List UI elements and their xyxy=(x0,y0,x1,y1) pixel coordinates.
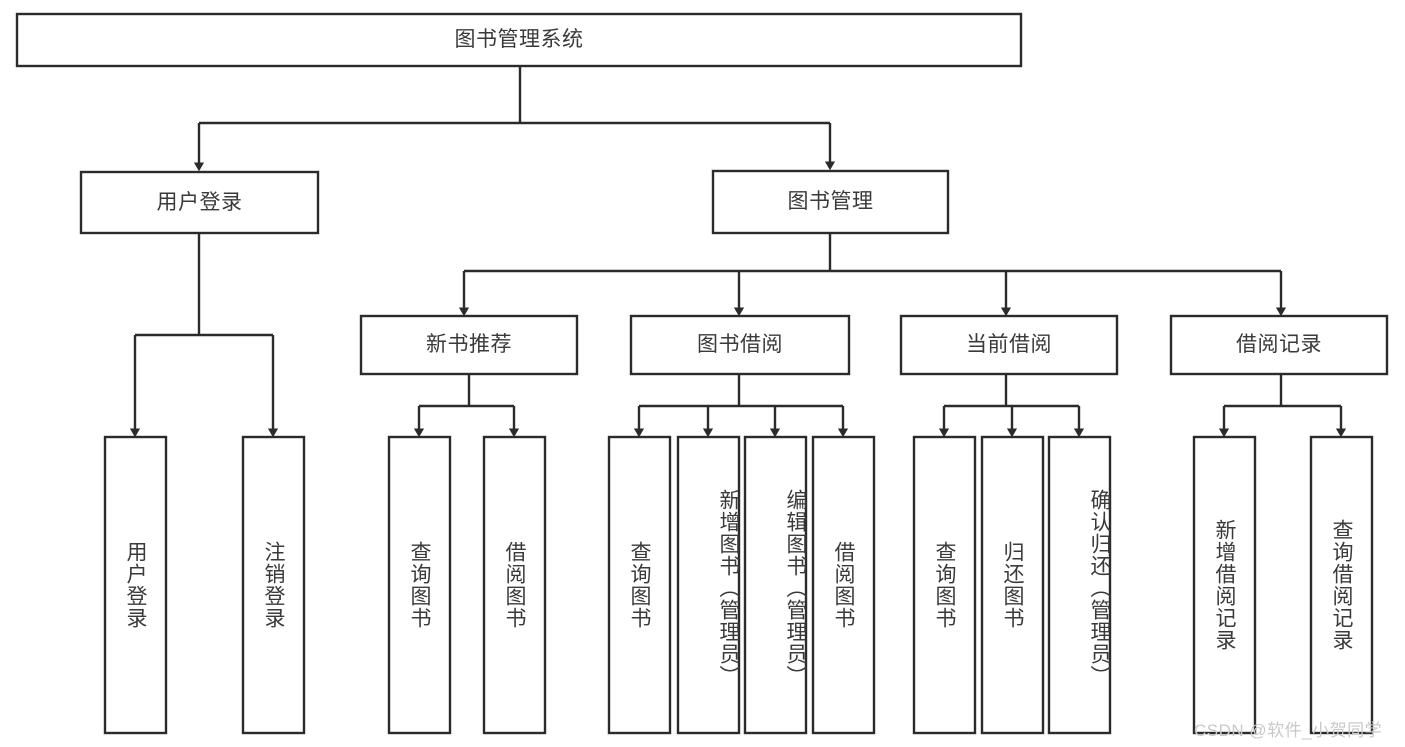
leaf-box-borrow-record-1[interactable] xyxy=(1309,435,1374,735)
leaf-box-book-borrow-0[interactable] xyxy=(607,435,672,735)
leaf-box-current-borrow-0[interactable] xyxy=(912,435,977,735)
node-borrow-record-box[interactable] xyxy=(1169,314,1389,376)
leaf-box-user-login-1[interactable] xyxy=(241,435,306,735)
leaf-box-book-borrow-2[interactable] xyxy=(743,435,808,735)
leaf-box-current-borrow-1[interactable] xyxy=(980,435,1045,735)
node-root-box[interactable] xyxy=(15,12,1023,68)
leaf-box-current-borrow-2[interactable] xyxy=(1047,435,1112,735)
leaf-box-book-borrow-1[interactable] xyxy=(676,435,741,735)
node-book-borrow-box[interactable] xyxy=(629,314,851,376)
node-current-borrow-box[interactable] xyxy=(899,314,1119,376)
leaf-box-new-book-1[interactable] xyxy=(482,435,547,735)
leaf-box-borrow-record-0[interactable] xyxy=(1192,435,1257,735)
leaf-box-book-borrow-3[interactable] xyxy=(811,435,876,735)
leaf-box-new-book-0[interactable] xyxy=(387,435,452,735)
node-book-manage-box[interactable] xyxy=(711,169,950,235)
leaf-box-user-login-0[interactable] xyxy=(103,435,168,735)
node-user-login-box[interactable] xyxy=(79,170,320,235)
node-new-book-recommend-box[interactable] xyxy=(359,314,579,376)
